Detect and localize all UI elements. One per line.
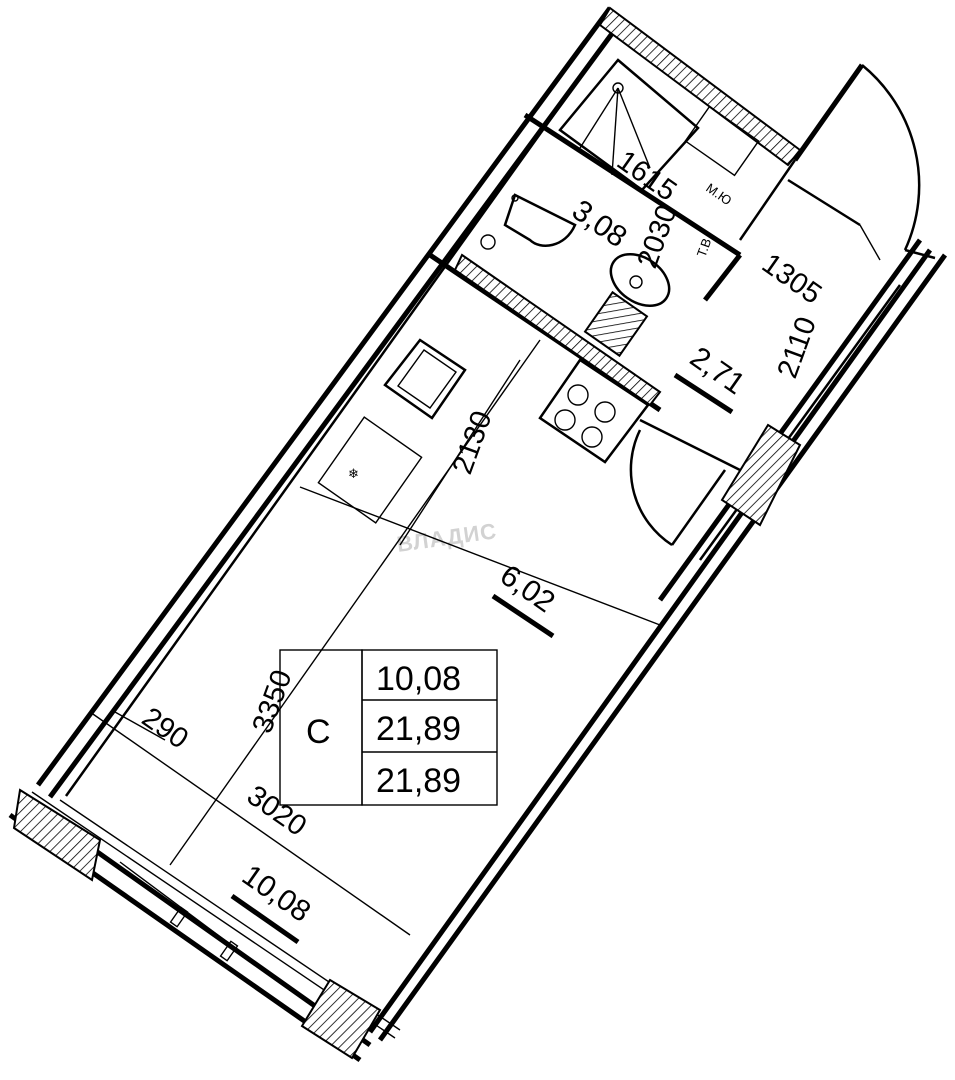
area-bathroom: 3,08 — [566, 194, 633, 255]
dim-room-width: 3020 — [241, 780, 312, 843]
corner-column-left — [12, 788, 102, 882]
total-area-value: 21,89 — [376, 710, 461, 748]
bathroom-fixtures — [480, 58, 760, 307]
dimensions: 1615 2030 1305 2110 2130 3350 3020 290 М… — [136, 145, 827, 843]
washer-icon — [684, 105, 760, 177]
toilet-icon — [503, 193, 577, 247]
kitchen-fixtures: ❄ — [317, 290, 727, 547]
outer-walls — [8, 6, 948, 1063]
kitchen-sink-icon — [383, 338, 467, 420]
dim-bath-width: 2030 — [632, 201, 684, 273]
unit-type-label: С — [306, 713, 331, 751]
shower-drain-icon — [612, 82, 624, 94]
shower-tray — [558, 58, 700, 192]
room-areas: 3,08 2,71 6,02 10,08 — [230, 194, 751, 945]
top-wall-hatch — [598, 6, 802, 167]
area-kitchen-underline — [491, 593, 555, 639]
tag-tv: Т.В — [694, 236, 715, 259]
bath-sink-icon — [609, 253, 671, 307]
area-hall-underline — [673, 372, 734, 415]
living-area-value: 10,08 — [376, 660, 461, 698]
entry-door[interactable] — [738, 63, 936, 260]
area-hall: 2,71 — [684, 341, 751, 402]
snowflake-icon: ❄ — [348, 466, 359, 481]
summary-table: С 10,08 21,89 21,89 — [279, 649, 498, 806]
total-area-balcony-value: 21,89 — [376, 762, 461, 800]
interior-walls — [89, 112, 881, 936]
area-kitchen: 6,02 — [494, 559, 561, 620]
corner-column-bottom — [300, 978, 382, 1060]
bath-wall-hatch — [453, 253, 662, 407]
area-room: 10,08 — [236, 859, 316, 929]
oven-icon — [583, 290, 649, 358]
dim-hall-length: 1305 — [756, 248, 827, 311]
hall-door-swing[interactable] — [629, 429, 673, 547]
column-right — [720, 423, 802, 527]
dim-hall-width: 2110 — [772, 313, 823, 383]
dim-kitchen-width: 2130 — [447, 407, 499, 479]
tag-mu: М.Ю — [703, 180, 734, 208]
dim-window-niche: 290 — [136, 702, 194, 756]
area-room-underline — [230, 893, 300, 945]
riser-icon — [480, 234, 496, 250]
dim-room-depth: 3350 — [247, 666, 299, 738]
cooktop-icon — [538, 358, 650, 464]
dim-loggia: 1615 — [611, 145, 682, 208]
fridge-icon — [317, 416, 423, 524]
